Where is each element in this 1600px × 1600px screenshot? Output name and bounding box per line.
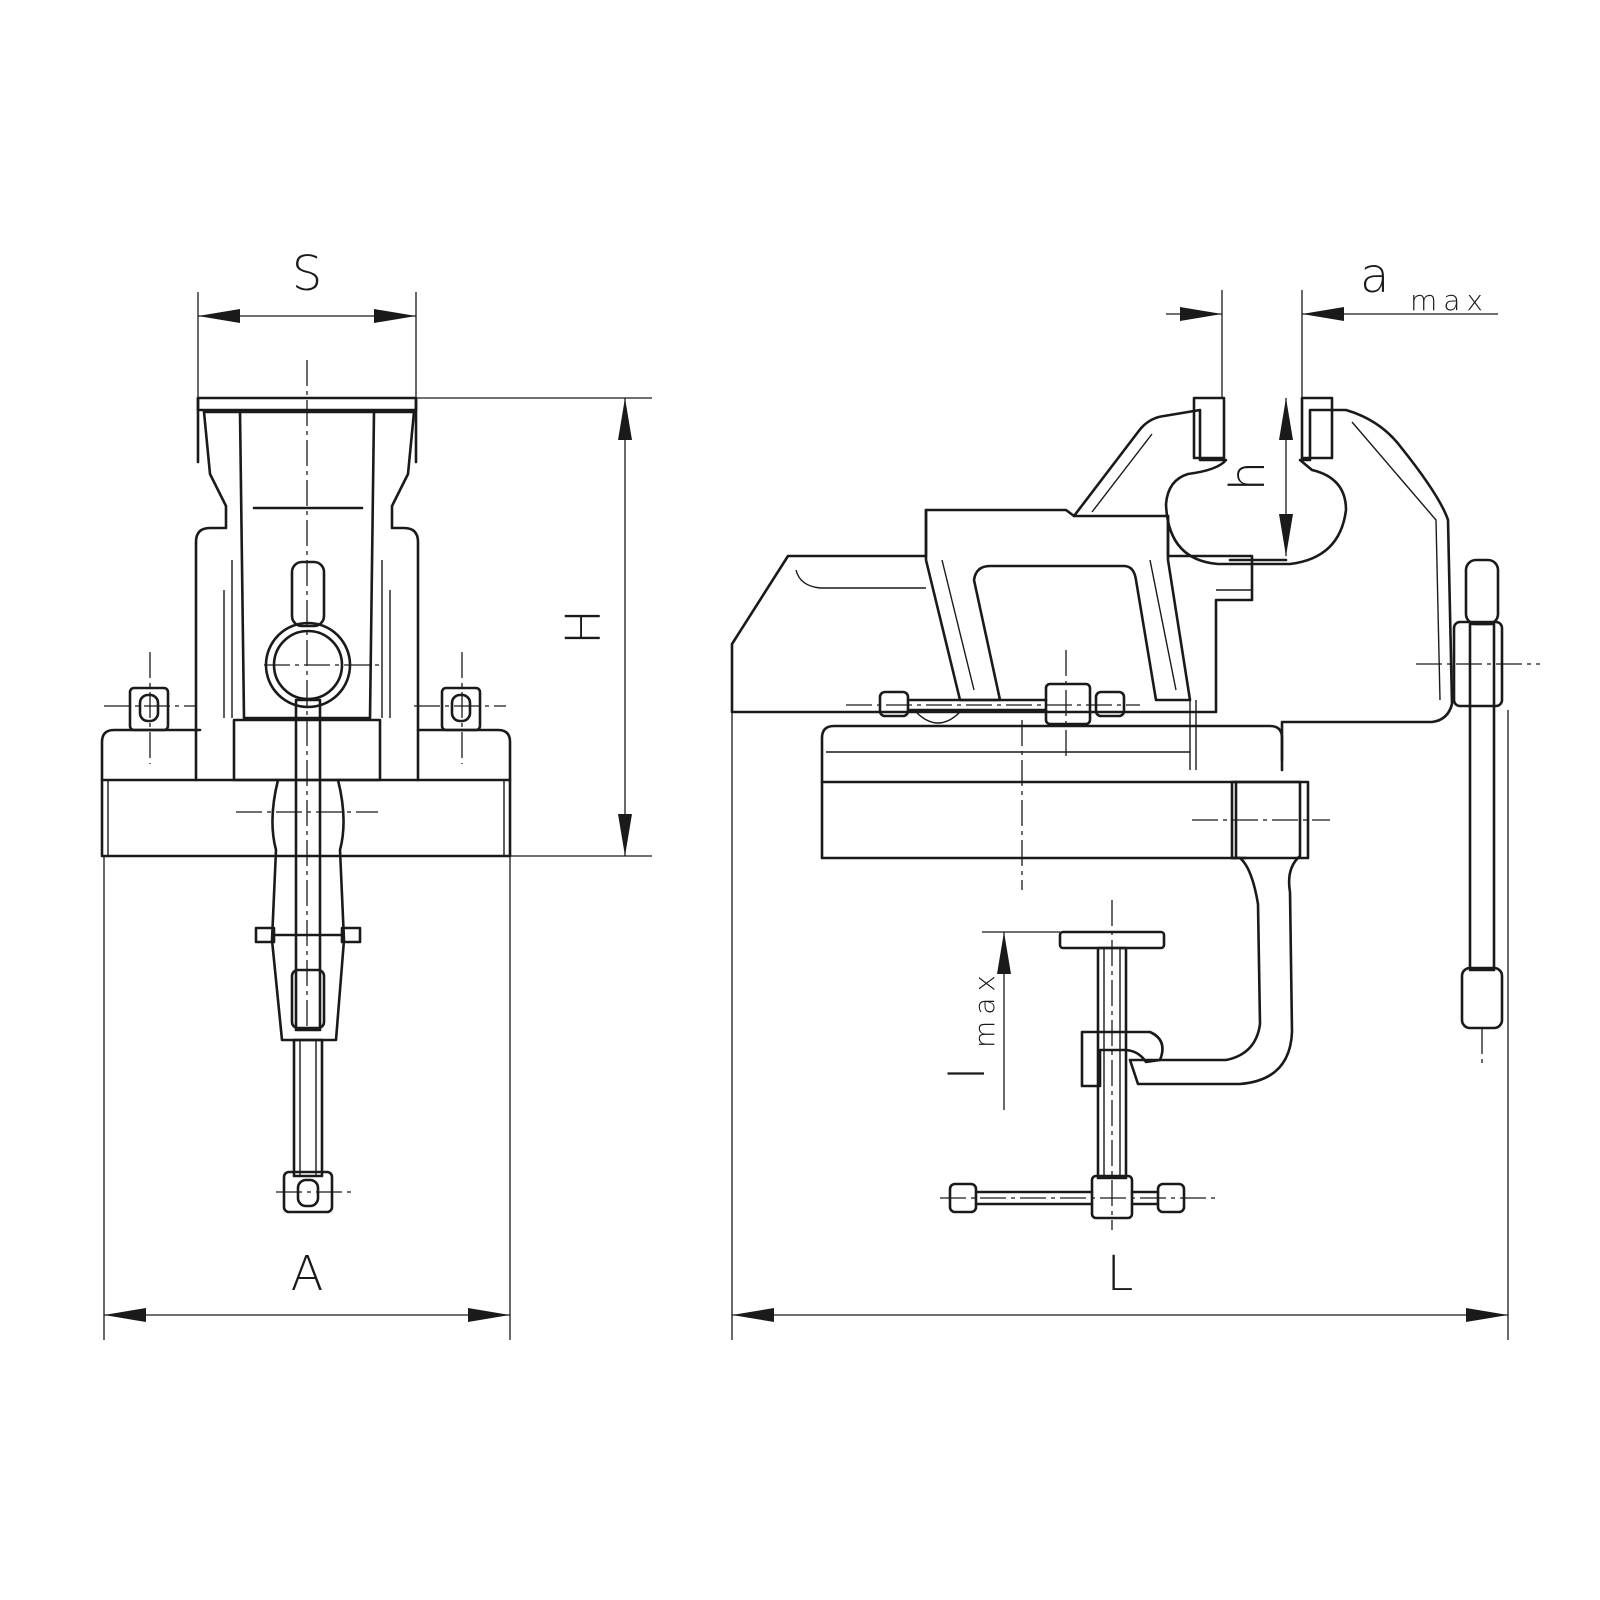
side-vise-head [1072, 408, 1454, 772]
side-moving-jaw [1300, 396, 1334, 460]
side-clamp-frame [1128, 780, 1302, 1086]
dimension-label-l-length: L [1107, 1246, 1134, 1302]
side-base-flange [820, 724, 1284, 784]
dimension-label-l-max-subscript: max [968, 969, 1001, 1048]
front-base-plate [100, 778, 512, 858]
side-clamp-tbar-hub [1090, 1174, 1134, 1220]
dimension-label-a-max-subscript: max [1410, 284, 1489, 317]
dimension-label-l-max: l [940, 1067, 996, 1080]
front-view: S A H [100, 246, 652, 1340]
side-handle-top-knob [1464, 558, 1500, 626]
side-view: a max h l max L [730, 248, 1540, 1340]
front-left-bolt [128, 686, 170, 732]
dimension-label-a: A [291, 1246, 324, 1302]
front-clamp-arm [270, 778, 346, 1042]
front-right-bolt [440, 686, 482, 732]
side-bolt-left-nut [878, 690, 910, 718]
front-vise-handle [294, 698, 322, 1032]
dimension-label-h-height: H [556, 609, 612, 645]
side-vise-handle [1468, 622, 1496, 972]
side-base-plate [820, 780, 1310, 860]
front-spindle-knob [290, 560, 326, 628]
side-bolt-right-nut [1094, 690, 1126, 718]
side-handle-bottom-knob [1460, 966, 1504, 1030]
dimension-label-s: S [292, 246, 322, 302]
front-base-flange [100, 728, 512, 782]
side-slide-body [730, 508, 1254, 714]
side-fixed-jaw [1192, 396, 1226, 460]
dimension-label-h-jaw: h [1220, 461, 1276, 491]
front-clamp-screw [292, 1038, 324, 1178]
side-jaw-arm [924, 508, 1192, 702]
dimension-label-a-max: a [1360, 248, 1389, 304]
side-clamp-jaw [1080, 1030, 1164, 1088]
front-vise-body [194, 410, 420, 782]
